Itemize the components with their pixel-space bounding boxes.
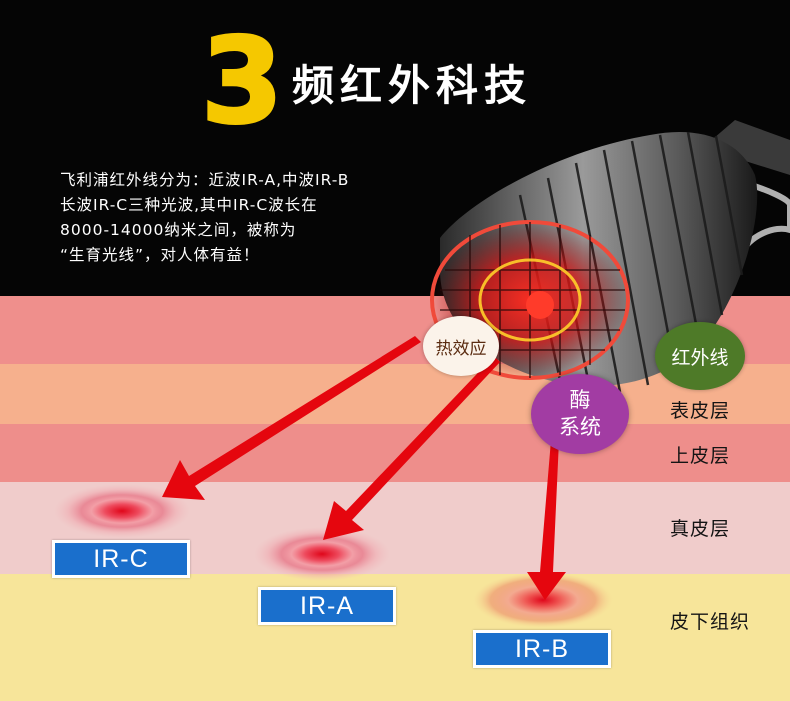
layer-label-dermis: 真皮层 (670, 518, 731, 540)
target-ring-icon (54, 484, 190, 538)
target-ring-icon (473, 572, 613, 628)
intro-line: “生育光线”，对人体有益！ (60, 246, 260, 264)
ir-c-tag: IR-C (52, 540, 190, 578)
target-ring-icon (254, 527, 390, 581)
intro-line: 飞利浦红外线分为：近波IR-A,中波IR-B (60, 171, 350, 189)
enzyme-label-line2: 系统 (559, 415, 601, 439)
arrow-icon (162, 336, 421, 500)
layer-band-epidermis (0, 364, 790, 424)
intro-line: 8000-14000纳米之间，被称为 (60, 221, 297, 239)
lamp-handle-icon (700, 120, 790, 257)
layer-label-epidermis: 表皮层 (670, 400, 731, 422)
arrow-icon (323, 356, 500, 540)
intro-line: 长波IR-C三种光波,其中IR-C波长在 (60, 196, 318, 214)
arrow-icon (527, 440, 566, 600)
heat-effect-bubble: 热效应 (423, 316, 499, 376)
page-title: 频红外科技 (292, 61, 533, 110)
title-number: 3 (203, 30, 281, 130)
enzyme-label-line1: 酶 (569, 388, 591, 412)
intro-text: 飞利浦红外线分为：近波IR-A,中波IR-B 长波IR-C三种光波,其中IR-C… (60, 168, 349, 268)
layer-label-upper-epidermis: 上皮层 (670, 445, 731, 467)
title-number-graphic: 3 (203, 30, 281, 130)
layer-label-subcutaneous: 皮下组织 (670, 611, 751, 633)
infrared-bubble: 红外线 (655, 322, 745, 390)
ir-a-tag: IR-A (258, 587, 396, 625)
ir-b-tag: IR-B (473, 630, 611, 668)
enzyme-system-bubble: 酶 系统 (531, 374, 629, 454)
